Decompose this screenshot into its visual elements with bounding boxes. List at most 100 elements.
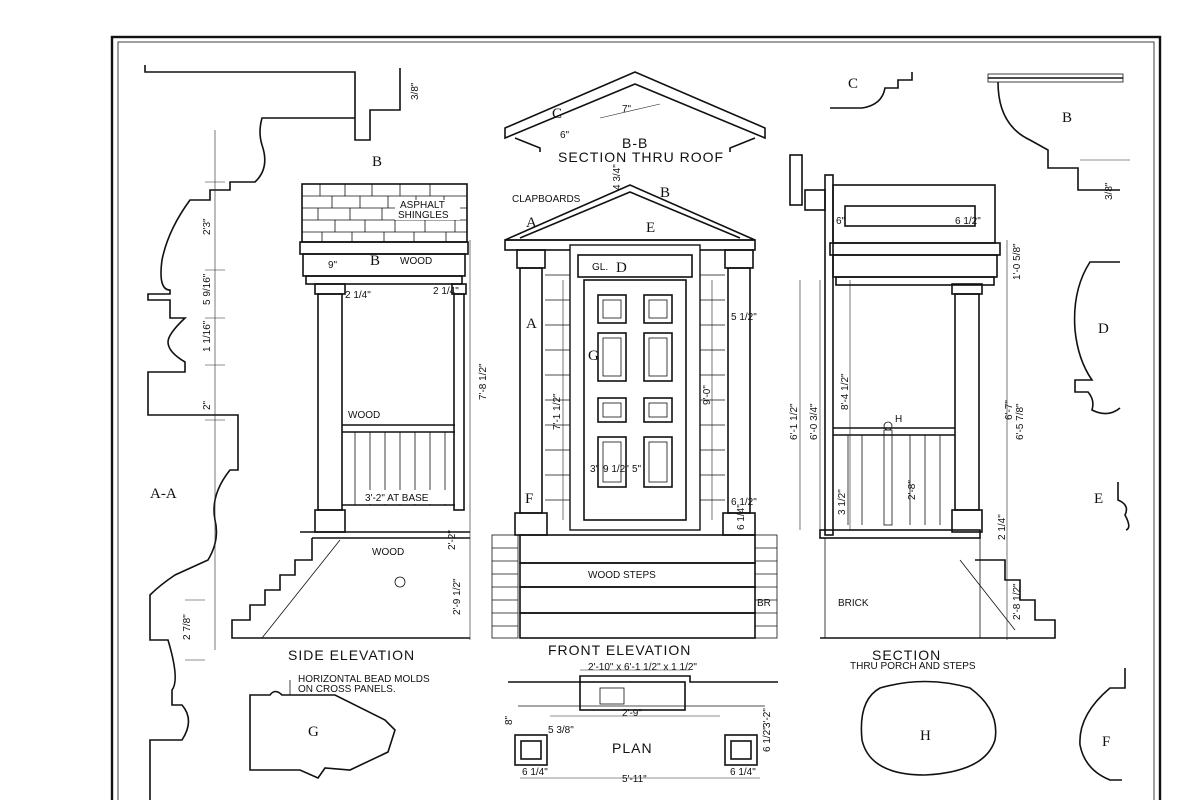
dim-aa-2: 5 9/16": [202, 273, 213, 305]
dim-aa-1: 2'3": [202, 218, 213, 235]
dim-sect-6: 6": [836, 216, 846, 227]
front-elevation: 7'-1 1/2" 9'-0" 9 1/2" 5" 6 1/2" 6 1/4" …: [491, 164, 778, 658]
dim-sect-2-8b: 2'-8 1/2": [1012, 583, 1023, 620]
note-shingles: SHINGLES: [398, 210, 449, 221]
note-br: BR: [757, 598, 771, 609]
dim-sect-6-5: 6'-5 7/8": [1015, 403, 1026, 440]
profile-c: C: [830, 72, 913, 109]
dim-sect-1-0: 1'-0 5/8": [1012, 243, 1023, 280]
dim-front-3: 3": [590, 464, 600, 475]
front-a-mark-1: A: [526, 215, 537, 231]
dim-sect-6-1-2b: 6 1/2": [955, 216, 981, 227]
note-at-base: 3'-2" AT BASE: [365, 493, 429, 504]
profile-aa: 2'3" 5 9/16" 1 1/16" 2" 2 7/8" 3/8" A-A: [144, 65, 421, 800]
dim-front-5: 5": [632, 464, 642, 475]
dim-front-6-1-4: 6 1/4": [736, 504, 747, 530]
label-aa: A-A: [150, 486, 177, 502]
dim-plan-5-3-8: 5 3/8": [548, 725, 574, 736]
label-d: D: [1098, 321, 1109, 337]
dim-plan-8: 8": [504, 715, 515, 725]
note-bead-molds-1: HORIZONTAL BEAD MOLDS: [298, 674, 430, 685]
profile-g: HORIZONTAL BEAD MOLDS ON CROSS PANELS. G: [249, 674, 430, 779]
dim-plan-3-2: 3'-2": [762, 708, 773, 728]
door-g-mark: G: [588, 348, 599, 364]
dim-top-3-8: 3/8": [410, 82, 421, 100]
dim-side-2-1-4a: 2 1/4": [345, 290, 371, 301]
dim-sect-6-1-2: 6'-1 1/2": [789, 403, 800, 440]
dim-b-5-8: 3/8": [1104, 182, 1115, 200]
note-brick: BRICK: [838, 598, 869, 609]
section-porch-subtitle: THRU PORCH AND STEPS: [850, 661, 976, 672]
dim-roof-6: 6": [560, 130, 570, 141]
sheet-border: [110, 35, 1162, 800]
section-roof: 7" 6" C B-B SECTION THRU ROOF: [504, 71, 766, 165]
dim-aa-5: 2 7/8": [182, 614, 193, 640]
dim-sect-6-0: 6'-0 3/4": [809, 403, 820, 440]
dim-front-6-1-2: 6 1/2": [731, 497, 757, 508]
profile-b: 3/8" B: [987, 73, 1130, 200]
dim-side-2-1-4b: 2 1/4": [433, 286, 459, 297]
dim-front-5-1-2: 5 1/2": [731, 312, 757, 323]
note-gl: GL.: [592, 262, 608, 273]
side-b-mark-2: B: [370, 253, 380, 269]
dim-sect-2-1-4: 2 1/4": [997, 514, 1008, 540]
dim-aa-4: 2": [202, 400, 213, 410]
side-elevation: ASPHALT SHINGLES 7'-8 1/2" 2'-2" 2'-: [231, 154, 489, 663]
profile-h: H: [860, 680, 997, 776]
label-b: B: [1062, 110, 1072, 126]
side-b-mark-1: B: [372, 154, 382, 170]
plan-title: PLAN: [612, 740, 653, 756]
dim-plan-2-9: 2'-9": [622, 708, 642, 719]
note-clapboards: CLAPBOARDS: [512, 194, 581, 205]
label-e: E: [1094, 491, 1103, 507]
dim-sect-2-8a: 2'-8": [907, 480, 918, 500]
front-elevation-title: FRONT ELEVATION: [548, 642, 691, 658]
dim-side-2-9: 2'-9 1/2": [452, 578, 463, 615]
roof-section-title: SECTION THRU ROOF: [558, 149, 724, 165]
dim-front-4-3-4: 4 3/4": [612, 164, 623, 190]
dim-plan-6-1-4a: 6 1/4": [522, 767, 548, 778]
dim-sect-3-1-2: 3 1/2": [837, 489, 848, 515]
roof-c-mark: C: [552, 106, 562, 122]
sect-h-mark: H: [895, 414, 902, 425]
dim-aa-3: 1 1/16": [202, 320, 213, 352]
label-c: C: [848, 76, 858, 92]
dim-sect-8-4: 8'-4 1/2": [840, 373, 851, 410]
dim-side-2-2: 2'-2": [447, 530, 458, 550]
profile-e: E: [1094, 482, 1130, 531]
section-porch: 6'-1 1/2" 6'-0 3/4" 8'-4 1/2" 6'-5 7/8" …: [789, 154, 1056, 672]
dim-plan-6-1-2: 6 1/2": [762, 726, 773, 752]
note-wood-2: WOOD: [348, 410, 380, 421]
front-a-mark-2: A: [526, 316, 537, 332]
note-wood-1: WOOD: [400, 256, 432, 267]
profile-f: F: [1079, 668, 1126, 781]
dim-side-7-8: 7'-8 1/2": [478, 363, 489, 400]
note-gl-d: D: [616, 260, 627, 276]
side-elevation-title: SIDE ELEVATION: [288, 647, 415, 663]
front-f-mark: F: [525, 491, 533, 507]
dim-plan-top: 2'-10" x 6'-1 1/2" x 1 1/2": [588, 662, 697, 673]
roof-section-tag: B-B: [622, 135, 648, 151]
dim-front-9-0: 9'-0": [702, 385, 713, 405]
label-h: H: [920, 728, 931, 744]
profile-d: D: [1073, 261, 1121, 415]
dim-plan-6-1-4b: 6 1/4": [730, 767, 756, 778]
label-f: F: [1102, 734, 1110, 750]
note-wood-3: WOOD: [372, 547, 404, 558]
front-b-mark: B: [660, 185, 670, 201]
note-wood-steps: WOOD STEPS: [588, 570, 656, 581]
sheet-inner-border: [117, 41, 1155, 800]
label-g: G: [308, 724, 319, 740]
dim-plan-5-11: 5'-11": [622, 774, 647, 785]
note-bead-molds-2: ON CROSS PANELS.: [298, 684, 396, 695]
plan: 2'-10" x 6'-1 1/2" x 1 1/2" 2'-9" 5'-11"…: [504, 662, 778, 785]
section-porch-title: SECTION: [872, 647, 941, 663]
dim-sect-6-7: 6'-7": [1004, 400, 1015, 420]
dim-front-7-1: 7'-1 1/2": [552, 393, 563, 430]
dim-side-9: 9": [328, 260, 338, 271]
front-e-mark: E: [646, 220, 655, 236]
note-asphalt: ASPHALT: [400, 200, 445, 211]
dim-front-9-1-2: 9 1/2": [603, 464, 629, 475]
dim-roof-7: 7": [622, 104, 632, 115]
